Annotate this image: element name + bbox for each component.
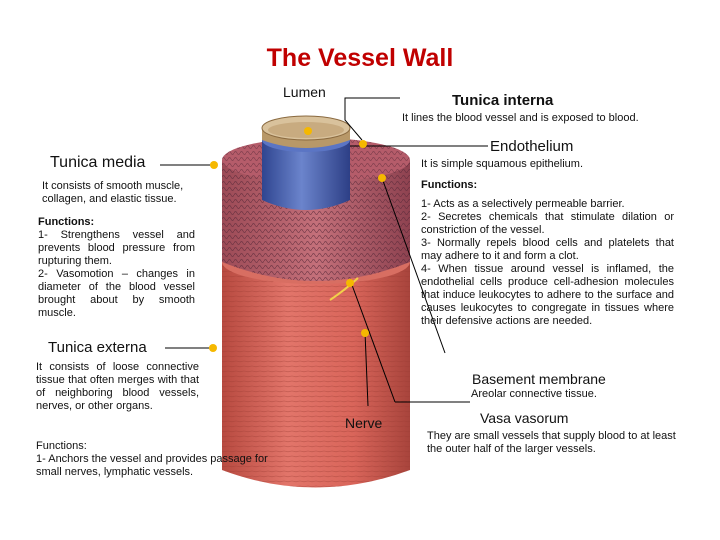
basement-membrane-description: Areolar connective tissue. [471, 388, 597, 400]
basement-membrane-label: Basement membrane [472, 371, 606, 387]
nerve-label: Nerve [345, 415, 383, 431]
vasa-vasorum-label: Vasa vasorum [480, 410, 569, 426]
tunica-externa-description: It consists of loose connective tissue t… [36, 361, 199, 412]
endothelium-functions-heading: Functions: [421, 179, 478, 191]
lumen-label: Lumen [283, 84, 326, 100]
tunica-externa-functions: Functions: 1- Anchors the vessel and pro… [36, 440, 286, 479]
endothelium-label: Endothelium [490, 138, 574, 155]
tunica-media-description: It consists of smooth muscle, collagen, … [42, 180, 184, 205]
endothelium-functions-list: 1- Acts as a selectively permeable barri… [421, 198, 674, 328]
tunica-externa-functions-heading: Functions [36, 440, 84, 452]
tunica-interna-label: Tunica interna [452, 92, 554, 109]
nerve-fiber [329, 277, 359, 301]
pointer-dots [209, 127, 386, 352]
diagram-title: The Vessel Wall [266, 44, 454, 72]
tunica-media-label: Tunica media [50, 154, 146, 171]
tunica-externa-layer [222, 240, 410, 488]
tunica-externa-label: Tunica externa [48, 339, 147, 356]
endothelium-function-item: 1- Acts as a selectively permeable barri… [421, 198, 625, 210]
endothelium-function-item: 2- Secretes chemicals that stimulate dil… [421, 211, 674, 236]
endothelium-function-item: 4- When tissue around vessel is inflamed… [421, 263, 674, 327]
tunica-interna-description: It lines the blood vessel and is exposed… [402, 112, 639, 124]
tunica-externa-function-item: 1- Anchors the vessel and provides passa… [36, 453, 268, 478]
tunica-media-functions-list: 1- Strengthens vessel and prevents blood… [38, 229, 195, 320]
vasa-vasorum-description: They are small vessels that supply blood… [427, 430, 676, 455]
tunica-media-function-item: 1- Strengthens vessel and prevents blood… [38, 229, 195, 267]
endothelium-function-item: 3- Normally repels blood cells and plate… [421, 237, 674, 262]
tunica-media-functions-heading: Functions: [38, 216, 95, 228]
tunica-media-function-item: 2- Vasomotion – changes in diameter of t… [38, 268, 195, 319]
endothelium-description: It is simple squamous epithelium. [421, 158, 584, 170]
